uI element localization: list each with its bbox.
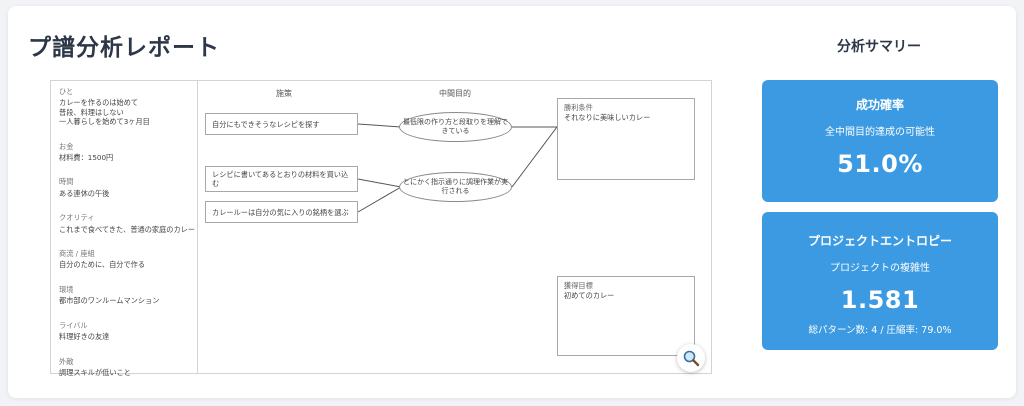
win-condition-box[interactable]: 勝利条件 それなりに美味しいカレー xyxy=(557,98,695,180)
left-column: ひとカレーを作るのは始めて 普段、料理はしない 一人暮らしを始めて3ヶ月目 お金… xyxy=(51,81,198,377)
section-money: お金材料費：1500円 xyxy=(59,141,114,163)
measure-box[interactable]: レシピに書いてあるとおりの材料を買い込む xyxy=(205,166,358,192)
measure-box[interactable]: 自分にもできそうなレシピを探す xyxy=(205,113,358,135)
header-measures: 施策 xyxy=(276,89,292,98)
section-environment: 環境都市部のワンルームマンション xyxy=(59,284,160,306)
intermediate-goal-ellipse[interactable]: 最低限の作り方と段取りを理解できている xyxy=(399,112,512,142)
measure-box[interactable]: カレールーは自分の気に入りの銘柄を選ぶ xyxy=(205,201,358,223)
entropy-value: 1.581 xyxy=(840,286,920,314)
section-enemy: 外敵調理スキルが低いこと xyxy=(59,356,131,377)
section-quality: クオリティこれまで食べてきた、普通の家庭のカレー xyxy=(59,213,196,234)
section-time: 時間ある連休の午後 xyxy=(59,177,110,198)
goal-box[interactable]: 獲得目標 初めてのカレー xyxy=(557,276,695,356)
pfu-diagram: ひとカレーを作るのは始めて 普段、料理はしない 一人暮らしを始めて3ヶ月目 お金… xyxy=(50,80,712,377)
section-commerce: 商流 / 座組自分のために、自分で作る xyxy=(59,249,146,270)
connector-lines xyxy=(357,123,558,213)
zoom-button[interactable] xyxy=(677,344,705,372)
section-people: ひとカレーを作るのは始めて 普段、料理はしない 一人暮らしを始めて3ヶ月目 xyxy=(59,87,150,127)
success-probability-value: 51.0% xyxy=(837,150,923,178)
page-title: プ譜分析レポート xyxy=(28,35,220,61)
section-rival: ライバル料理好きの友達 xyxy=(59,320,110,342)
success-probability-card: 成功確率 全中間目的達成の可能性 51.0% xyxy=(762,80,998,202)
summary-title: 分析サマリー xyxy=(837,39,921,55)
magnifier-icon xyxy=(683,350,700,367)
intermediate-goal-ellipse[interactable]: とにかく指示通りに調理作業が実行される xyxy=(399,172,512,202)
header-intermediate: 中間目的 xyxy=(439,89,471,98)
project-entropy-card: プロジェクトエントロピー プロジェクトの複雑性 1.581 総パターン数: 4 … xyxy=(762,212,998,350)
entropy-footer: 総パターン数: 4 / 圧縮率: 79.0% xyxy=(808,325,952,336)
